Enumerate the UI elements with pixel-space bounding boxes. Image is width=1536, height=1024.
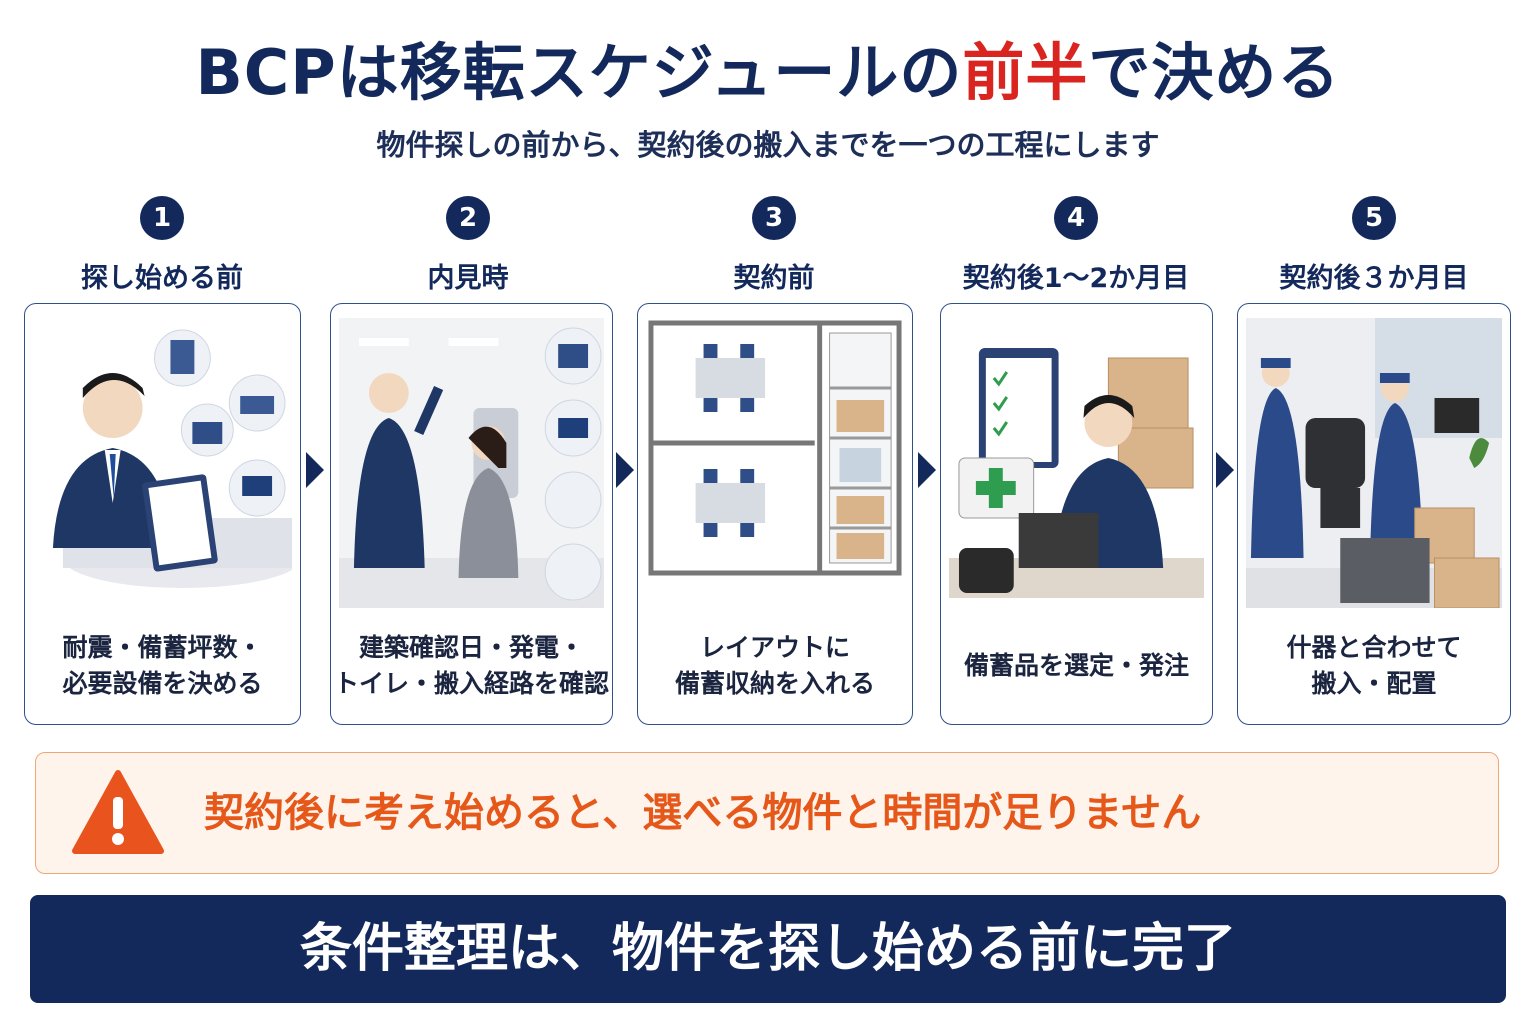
step-5-number: 5: [1352, 196, 1396, 240]
property-viewing-illustration: [339, 318, 604, 608]
step-3-label: 契約前: [733, 263, 815, 294]
warning-text: 契約後に考え始めると、選べる物件と時間が足りません: [204, 790, 1202, 836]
step-5-card: 什器と合わせて 搬入・配置: [1237, 303, 1511, 725]
title-highlight: 前半: [962, 36, 1089, 109]
step-1-header: 1 探し始める前: [62, 196, 262, 295]
page-subtitle: 物件探しの前から、契約後の搬入までを一つの工程にします: [376, 128, 1160, 162]
step-2-header: 2 内見時: [368, 196, 568, 295]
furniture-delivery-illustration: [1246, 318, 1502, 608]
step-1-label: 探し始める前: [81, 263, 243, 294]
chevron-right-icon: [616, 452, 634, 488]
chevron-right-icon: [306, 452, 324, 488]
page-title: BCPは移転スケジュールの前半で決める: [195, 36, 1341, 109]
step-3-description: レイアウトに 備蓄収納を入れる: [674, 632, 875, 698]
office-floorplan-illustration: [646, 318, 904, 608]
warning-icon: [72, 770, 164, 854]
step-2-number: 2: [446, 196, 490, 240]
step-2-description: 建築確認日・発電・ トイレ・搬入経路を確認: [333, 632, 609, 698]
conclusion-banner: 条件整理は、物件を探し始める前に完了: [30, 895, 1506, 1003]
stockpile-ordering-illustration: [949, 318, 1204, 608]
step-4-description: 備蓄品を選定・発注: [963, 650, 1189, 680]
step-3-header: 3 契約前: [674, 196, 874, 295]
step-5-header: 5 契約後３か月目: [1234, 196, 1514, 295]
step-1-card: 耐震・備蓄坪数・ 必要設備を決める: [24, 303, 301, 725]
step-4-label: 契約後1〜2か月目: [962, 263, 1190, 294]
chevron-right-icon: [918, 452, 936, 488]
step-4-number: 4: [1054, 196, 1098, 240]
step-4-header: 4 契約後1〜2か月目: [926, 196, 1226, 295]
warning-banner: 契約後に考え始めると、選べる物件と時間が足りません: [35, 752, 1499, 874]
businessman-checklist-illustration: [33, 318, 292, 608]
step-2-card: 建築確認日・発電・ トイレ・搬入経路を確認: [330, 303, 613, 725]
step-3-number: 3: [752, 196, 796, 240]
chevron-right-icon: [1216, 452, 1234, 488]
step-5-description: 什器と合わせて 搬入・配置: [1286, 632, 1462, 698]
step-1-number: 1: [140, 196, 184, 240]
step-5-label: 契約後３か月目: [1279, 263, 1469, 294]
step-2-label: 内見時: [427, 263, 509, 294]
step-4-card: 備蓄品を選定・発注: [940, 303, 1213, 725]
step-1-description: 耐震・備蓄坪数・ 必要設備を決める: [62, 632, 263, 698]
step-3-card: レイアウトに 備蓄収納を入れる: [637, 303, 913, 725]
